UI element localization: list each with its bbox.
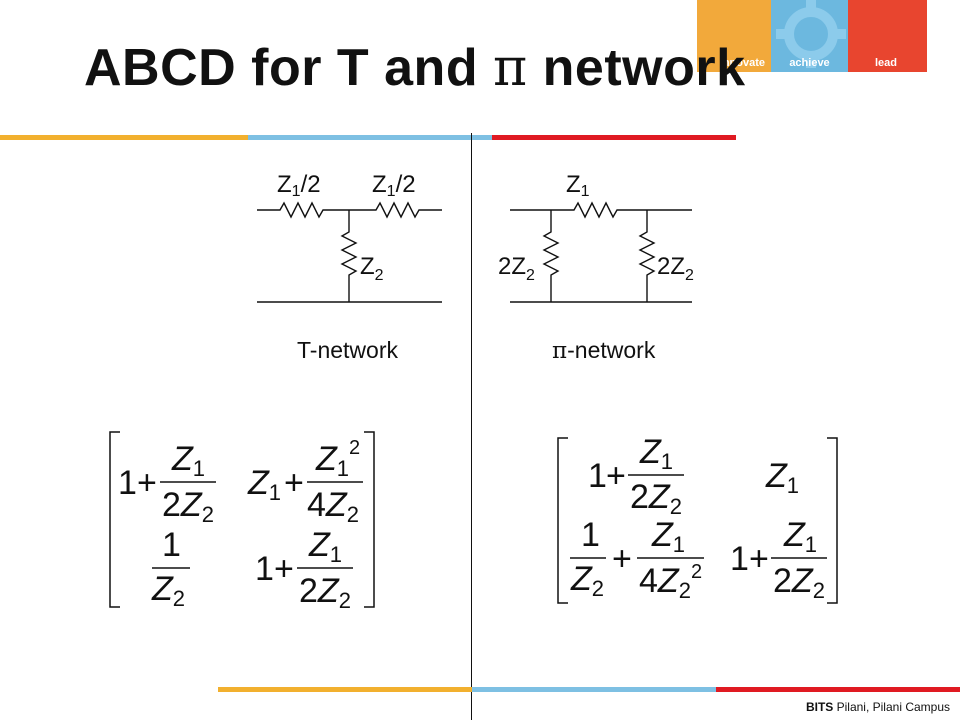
t-d-den: 2Z2 (299, 572, 351, 613)
logo-word-lead: lead (874, 57, 897, 69)
t-z-left-label: Z1/2 (277, 171, 321, 200)
pi-z-series-label: Z1 (566, 171, 590, 200)
pi-z-left-label: 2Z2 (498, 253, 535, 284)
bottom-bar-orange (218, 687, 472, 692)
pi-d-num: Z1 (783, 516, 817, 557)
pi-a-den: 2Z2 (630, 478, 682, 519)
pi-network-top-wire (510, 201, 692, 219)
t-b-plus: + (284, 464, 304, 502)
t-network-shunt (340, 210, 358, 302)
t-d-plus: + (274, 550, 294, 588)
top-bar-orange (0, 135, 248, 140)
t-d-num: Z1 (308, 526, 342, 567)
t-a-num: Z1 (171, 440, 205, 481)
title-suffix: network (527, 39, 746, 97)
t-matrix-right-bracket (364, 431, 375, 608)
pi-network-label: π-network (552, 337, 656, 364)
pi-c-den1: Z2 (570, 560, 604, 601)
t-b-den: 4Z2 (307, 486, 359, 527)
footer-brand: BITS (805, 700, 834, 714)
pi-b-z: Z1 (765, 457, 799, 498)
title-pi-symbol: π (493, 38, 528, 98)
footer-campus: BITS Pilani, Pilani Campus (806, 700, 950, 714)
pi-d-one: 1 (730, 540, 749, 578)
t-d-one: 1 (255, 550, 274, 588)
t-network-label: T-network (297, 337, 398, 363)
logo-lead: lead (848, 0, 927, 72)
logo-innovate: innovate (697, 0, 771, 72)
t-c-den: Z2 (151, 570, 185, 611)
logo-word-innovate: innovate (719, 57, 765, 69)
pi-a-num: Z1 (639, 433, 673, 474)
pi-d-den: 2Z2 (773, 562, 825, 603)
logo-word-achieve: achieve (789, 57, 830, 69)
t-a-den: 2Z2 (162, 486, 214, 527)
t-b-num: Z12 (315, 437, 360, 481)
pi-matrix-right-bracket (827, 437, 838, 604)
pi-c-plus: + (612, 540, 632, 578)
pi-network-right-shunt (638, 210, 656, 302)
pi-c-num2: Z1 (651, 516, 685, 557)
pi-c-den2: 4Z22 (639, 561, 702, 603)
pi-z-right-label: 2Z2 (657, 253, 694, 284)
top-bar-red (492, 135, 736, 140)
footer-campus-text: Pilani, Pilani Campus (833, 700, 950, 714)
t-a-one: 1 (118, 464, 137, 502)
bottom-bar-blue (472, 687, 716, 692)
pi-network-left-shunt (542, 210, 560, 302)
t-z-right-label: Z1/2 (372, 171, 416, 200)
title-prefix: ABCD for T and (84, 39, 494, 97)
pi-a-one: 1 (588, 457, 607, 495)
bottom-bar-red (716, 687, 960, 692)
pi-a-plus: + (606, 457, 626, 495)
pi-d-plus: + (749, 540, 769, 578)
pi-matrix-left-bracket (557, 437, 568, 604)
pi-c-num1: 1 (581, 516, 600, 554)
divider-line (471, 133, 472, 720)
top-bar-blue (248, 135, 492, 140)
gear-icon (776, 0, 846, 68)
page-title: ABCD for T and π network (84, 38, 746, 98)
t-a-plus: + (137, 464, 157, 502)
t-c-num: 1 (162, 526, 181, 564)
t-z-shunt-label: Z2 (360, 253, 384, 284)
t-matrix-left-bracket (109, 431, 120, 608)
t-b-z: Z1 (247, 464, 281, 505)
logo-achieve: achieve (771, 0, 848, 72)
